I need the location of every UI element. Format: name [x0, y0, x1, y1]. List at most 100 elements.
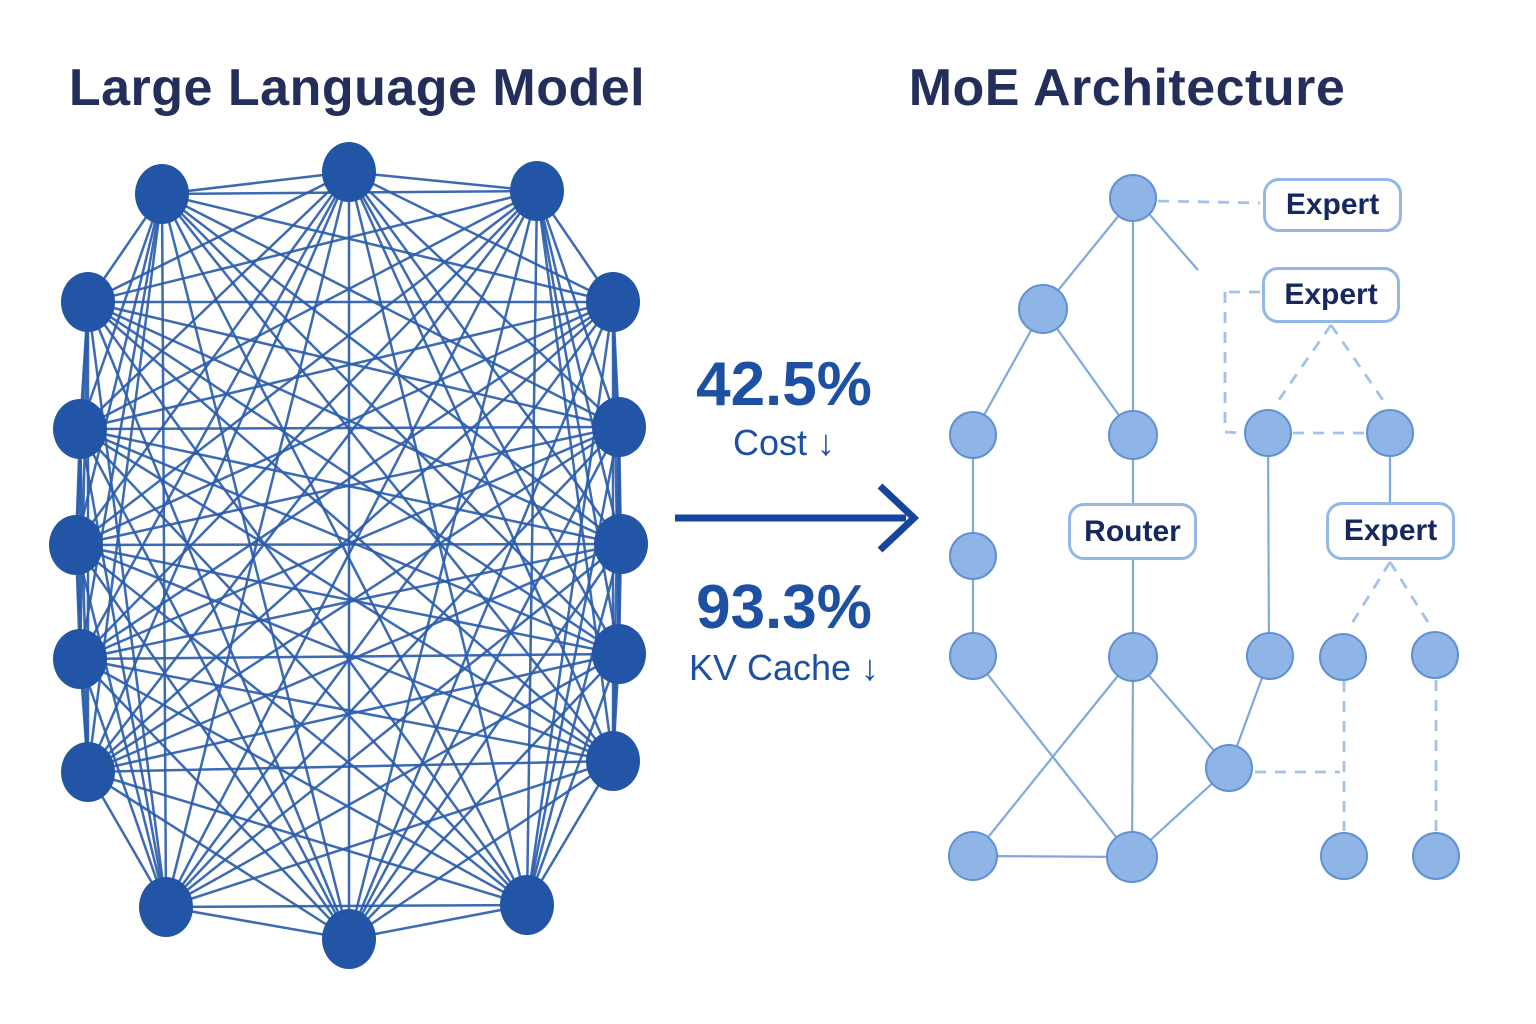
llm-edge [165, 652, 620, 909]
llm-edge [79, 652, 620, 661]
llm-edge [87, 770, 350, 941]
right-title: MoE Architecture [908, 59, 1346, 117]
moe-dashed-edge [1329, 324, 1387, 404]
moe-dashed-edge [1224, 430, 1244, 435]
llm-node [500, 875, 554, 935]
kv-cache-stat-label: KV Cache ↓ [688, 647, 880, 688]
llm-edge [75, 190, 538, 546]
moe-node [1319, 633, 1367, 681]
llm-edge [160, 193, 351, 940]
moe-solid-edge [972, 854, 1133, 859]
moe-node [1108, 632, 1158, 682]
llm-edge [87, 759, 614, 774]
llm-edge [164, 190, 539, 908]
llm-edge [347, 190, 539, 940]
llm-edge [74, 544, 351, 940]
llm-edge [87, 300, 622, 546]
llm-edge [79, 189, 538, 431]
left-title: Large Language Model [68, 59, 646, 117]
llm-edge [78, 171, 351, 660]
llm-edge [161, 193, 622, 545]
llm-edge [535, 190, 621, 655]
kv-cache-stat-value: 93.3% [696, 573, 872, 642]
llm-edge [79, 171, 350, 430]
llm-edge [78, 193, 164, 430]
llm-edge [87, 770, 528, 907]
llm-edge [348, 171, 620, 428]
moe-solid-edge [1149, 214, 1199, 271]
llm-edge [348, 170, 538, 193]
arrow-right-icon [675, 483, 920, 553]
llm-edge [525, 426, 621, 906]
llm-edge [348, 653, 620, 940]
llm-edge [86, 301, 529, 906]
llm-node [53, 399, 107, 459]
llm-edge [79, 425, 620, 431]
llm-edge [348, 903, 528, 941]
moe-node [949, 632, 997, 680]
llm-edge [87, 542, 622, 774]
llm-edge [78, 428, 90, 773]
llm-node [592, 624, 646, 684]
llm-edge [86, 171, 351, 773]
llm-node [586, 272, 640, 332]
llm-edge [165, 759, 614, 909]
llm-node [61, 742, 115, 802]
llm-node [135, 164, 189, 224]
llm-edge [525, 301, 615, 906]
llm-edge [87, 170, 350, 304]
moe-node [948, 831, 998, 881]
moe-node [949, 411, 997, 459]
llm-node [586, 731, 640, 791]
moe-node [1411, 631, 1459, 679]
llm-edge [87, 652, 620, 774]
llm-edge [87, 301, 614, 773]
moe-dashed-edge [1274, 324, 1333, 405]
moe-solid-edge [1042, 308, 1134, 436]
llm-edge [86, 301, 351, 940]
llm-node [53, 629, 107, 689]
moe-dashed-edge [1347, 561, 1392, 629]
llm-edge [160, 193, 529, 906]
llm-node [322, 909, 376, 969]
llm-edge [86, 301, 168, 908]
llm-edge [79, 657, 528, 907]
llm-node [49, 515, 103, 575]
llm-edge [347, 426, 621, 940]
llm-dense-edges [74, 170, 623, 941]
cost-stat-label: Cost ↓ [732, 422, 836, 463]
llm-edge [164, 301, 615, 908]
llm-edge [78, 301, 90, 660]
llm-edge [79, 190, 538, 660]
cost-stat-value: 42.5% [696, 350, 872, 419]
moe-dashed-edge [1388, 561, 1433, 628]
moe-nodes [948, 174, 1460, 883]
llm-nodes [49, 142, 648, 969]
moe-node [1412, 832, 1460, 880]
moe-solid-edge [1130, 656, 1135, 858]
expert-box-3: Expert [1326, 502, 1455, 560]
llm-edge [79, 300, 614, 661]
moe-node [1106, 831, 1158, 883]
llm-edge [160, 193, 168, 908]
llm-edge [161, 192, 614, 304]
moe-node [1244, 409, 1292, 457]
llm-edge [79, 657, 614, 763]
llm-edge [87, 190, 538, 773]
llm-edge [79, 658, 350, 940]
llm-edge [75, 543, 620, 656]
moe-solid-edge [972, 656, 1134, 857]
llm-node [139, 877, 193, 937]
llm-edge [79, 300, 614, 431]
llm-edge [87, 425, 620, 774]
moe-node [1205, 744, 1253, 792]
moe-node [1246, 632, 1294, 680]
moe-node [949, 532, 997, 580]
router-box: Router [1068, 503, 1197, 560]
llm-node [510, 161, 564, 221]
llm-edge [75, 425, 620, 547]
expert-box-2: Expert [1262, 267, 1400, 323]
llm-edge [75, 300, 614, 547]
